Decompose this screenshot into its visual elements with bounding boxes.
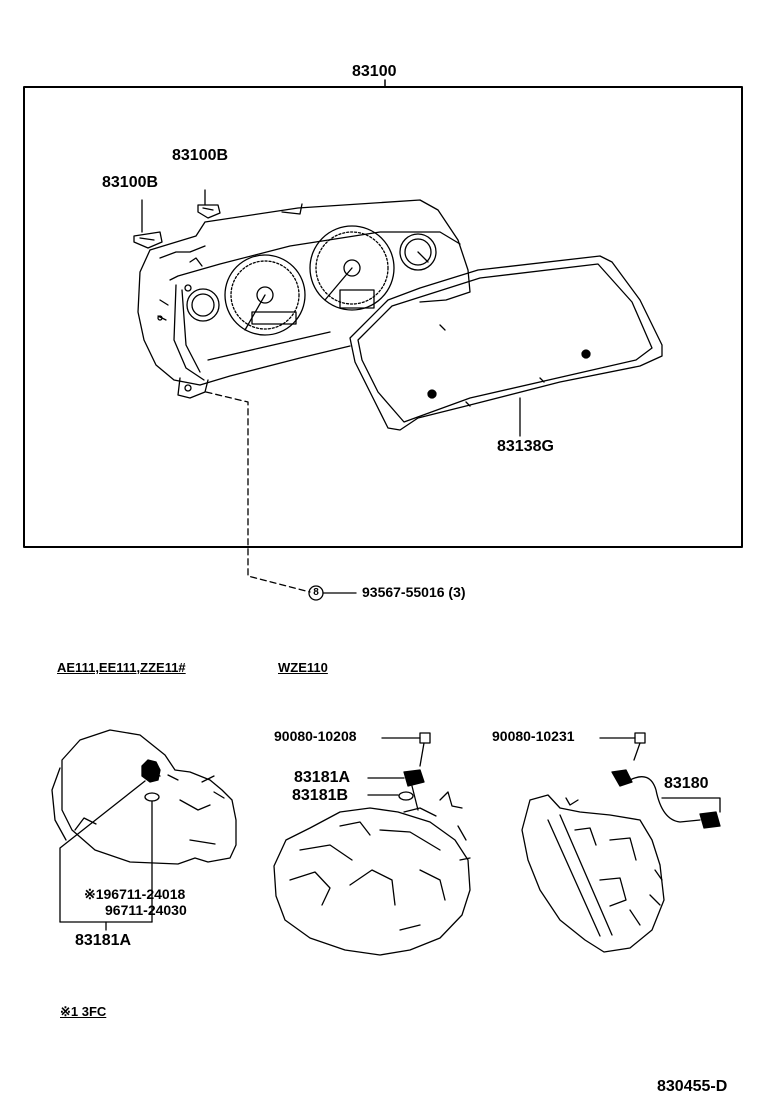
- sensor-label: 83180: [664, 775, 709, 792]
- transmission-left: [51, 729, 237, 865]
- bolt-mid: [381, 732, 431, 767]
- model-right-label: WZE110: [278, 660, 328, 675]
- note-part-2: 96711-24030: [105, 902, 187, 918]
- bolt-right-label: 90080-10231: [492, 728, 575, 744]
- gear-b-label: 83181B: [292, 787, 349, 804]
- speed-sensor-right: [611, 769, 721, 829]
- note-part-1: ※196711-24018: [84, 886, 186, 902]
- clip-lower-label: 83100B: [102, 174, 159, 191]
- footnote-label: ※1 3FC: [60, 1004, 107, 1019]
- bolt-right: [599, 732, 646, 761]
- speed-sensor-left: [59, 759, 161, 931]
- assembly-frame: [23, 86, 743, 548]
- transmission-right: [521, 794, 665, 953]
- screw-mark: 8: [313, 587, 319, 598]
- combination-meter: [137, 199, 471, 399]
- assembly-part-label: 83100: [352, 63, 397, 80]
- bolt-mid-label: 90080-10208: [274, 728, 357, 744]
- glass-label: 83138G: [497, 438, 554, 455]
- gear-sensor-mid: [367, 769, 425, 811]
- model-left-label: AE111,EE111,ZZE11#: [57, 660, 186, 675]
- clip-upper-label: 83100B: [172, 147, 229, 164]
- gear-left-label: 83181A: [75, 932, 132, 949]
- gear-a-label: 83181A: [294, 769, 351, 786]
- screw-leader: [205, 391, 311, 593]
- transmission-middle: [273, 791, 471, 956]
- clip-upper: [197, 189, 221, 219]
- screw-part-label: 93567-55016 (3): [362, 584, 466, 600]
- figure-code: 830455-D: [657, 1078, 728, 1095]
- meter-glass: [349, 255, 663, 437]
- clip-lower: [133, 199, 163, 249]
